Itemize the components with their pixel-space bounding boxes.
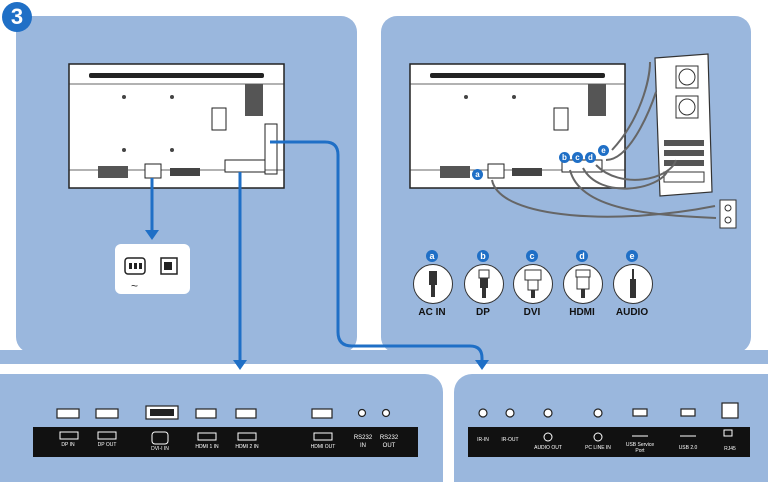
port-label-hdmi2-in: HDMI 2 IN bbox=[235, 444, 259, 450]
pc-badge-d: d bbox=[585, 152, 596, 163]
connector-badge-e: e bbox=[626, 250, 638, 262]
port-label-rs232-out: RS232 OUT bbox=[379, 435, 399, 449]
dvi-pins bbox=[150, 409, 174, 416]
power-socket-icon bbox=[115, 244, 190, 294]
port-label-hdmi-out: HDMI OUT bbox=[310, 444, 336, 450]
port-label-pc-line-in: PC LINE IN bbox=[585, 445, 611, 451]
monitor-back-left bbox=[68, 63, 285, 189]
connector-label-dvi: DVI bbox=[523, 307, 541, 318]
port-label-usb-service: USB Service Port bbox=[625, 442, 655, 454]
connector-label-ac-in: AC IN bbox=[418, 307, 446, 318]
port-label-usb-2: USB 2.0 bbox=[678, 445, 698, 451]
connector-badge-a: a bbox=[426, 250, 438, 262]
left-port-icons bbox=[59, 431, 333, 445]
port-label-rs232-in: RS232 IN bbox=[353, 435, 373, 449]
port-label-rj45: RJ45 bbox=[724, 446, 736, 452]
dvi-connector-icon bbox=[513, 264, 553, 304]
connector-badge-b: b bbox=[477, 250, 489, 262]
pc-badge-b: b bbox=[559, 152, 570, 163]
audio-connector-icon bbox=[613, 264, 653, 304]
connector-label-audio: AUDIO bbox=[615, 307, 649, 318]
signal-arrow-right bbox=[270, 140, 489, 370]
left-port-strip bbox=[33, 427, 418, 457]
port-label-hdmi1-in: HDMI 1 IN bbox=[195, 444, 219, 450]
dp-connector-icon bbox=[464, 264, 504, 304]
step-number-badge: 3 bbox=[2, 2, 32, 32]
port-label-ir-in: IR-IN bbox=[477, 437, 489, 443]
connector-strip bbox=[0, 350, 768, 364]
port-label-dp-out: DP OUT bbox=[97, 442, 117, 448]
wall-outlet bbox=[719, 199, 737, 229]
left-port-shapes bbox=[56, 405, 391, 420]
port-label-audio-out: AUDIO OUT bbox=[534, 445, 562, 451]
port-label-dvi-in: DVI-I IN bbox=[151, 446, 169, 452]
monitor-back-right bbox=[409, 63, 626, 189]
connector-badge-d: d bbox=[576, 250, 588, 262]
port-label-ir-out: IR-OUT bbox=[501, 437, 519, 443]
power-ac-symbol: ~ bbox=[131, 279, 139, 293]
connector-badge-c: c bbox=[526, 250, 538, 262]
pc-badge-e: e bbox=[598, 145, 609, 156]
port-label-dp-in: DP IN bbox=[61, 442, 75, 448]
pc-badge-c: c bbox=[572, 152, 583, 163]
right-port-icons bbox=[543, 429, 733, 442]
connector-label-dp: DP bbox=[476, 307, 490, 318]
signal-arrow-left bbox=[233, 172, 247, 370]
hdmi-connector-icon bbox=[563, 264, 603, 304]
right-port-strip bbox=[468, 427, 750, 457]
ac-in-connector-icon bbox=[413, 264, 453, 304]
pc-badge-a: a bbox=[472, 169, 483, 180]
cables bbox=[491, 61, 717, 219]
right-port-shapes bbox=[478, 402, 739, 419]
power-arrow bbox=[145, 178, 159, 240]
connector-label-hdmi: HDMI bbox=[569, 307, 595, 318]
pc-tower bbox=[654, 53, 713, 197]
